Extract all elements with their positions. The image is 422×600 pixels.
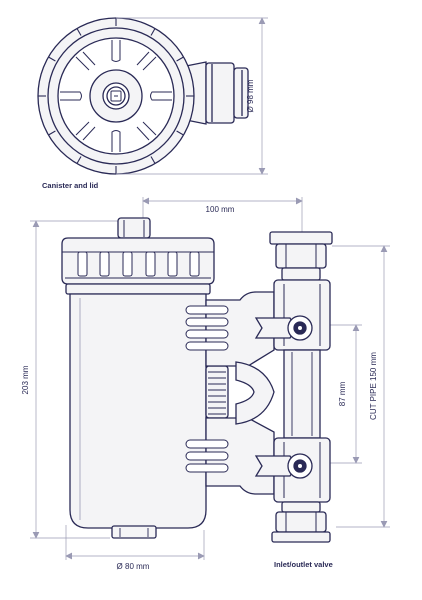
bottom-compression-nut <box>271 531 331 543</box>
lid-side <box>61 237 215 285</box>
top-compression-nut <box>269 231 333 245</box>
lid-diameter-label: Ø 98 mm <box>246 79 255 112</box>
bottom-valve-handle-icon <box>254 453 313 479</box>
manifold-upper-ribs <box>185 305 229 351</box>
lid-top-view <box>37 17 249 175</box>
canister-body <box>69 293 207 529</box>
canister-and-lid-caption: Canister and lid <box>42 181 99 190</box>
valve-spacing-label: 87 mm <box>338 381 347 406</box>
lid-inner-ring <box>47 27 185 165</box>
overall-width-label: 100 mm <box>206 205 235 214</box>
top-valve-handle-icon <box>254 315 313 341</box>
valve-assembly <box>269 231 333 543</box>
filter-side-view <box>61 217 333 543</box>
canister-diameter-label: Ø 80 mm <box>117 562 150 571</box>
valve-pipe <box>283 349 321 439</box>
magnet-knob <box>205 365 229 419</box>
bleed-screw-icon <box>110 90 122 102</box>
lid-side-port <box>185 61 249 125</box>
manifold-lower-ribs <box>185 439 229 473</box>
overall-height-label: 203 mm <box>21 365 30 394</box>
lid-diameter-dimension <box>116 17 268 175</box>
lid-top-nub <box>117 217 151 239</box>
lid-ribs <box>60 40 172 152</box>
side-view-dimension-lines <box>30 197 390 560</box>
cut-pipe-label: CUT PIPE 150 mm <box>369 352 378 420</box>
drain-boss <box>111 525 157 539</box>
inlet-outlet-valve-caption: Inlet/outlet valve <box>274 560 333 569</box>
manifold-bridge <box>235 361 275 425</box>
lid-rim-lugs <box>38 18 194 174</box>
